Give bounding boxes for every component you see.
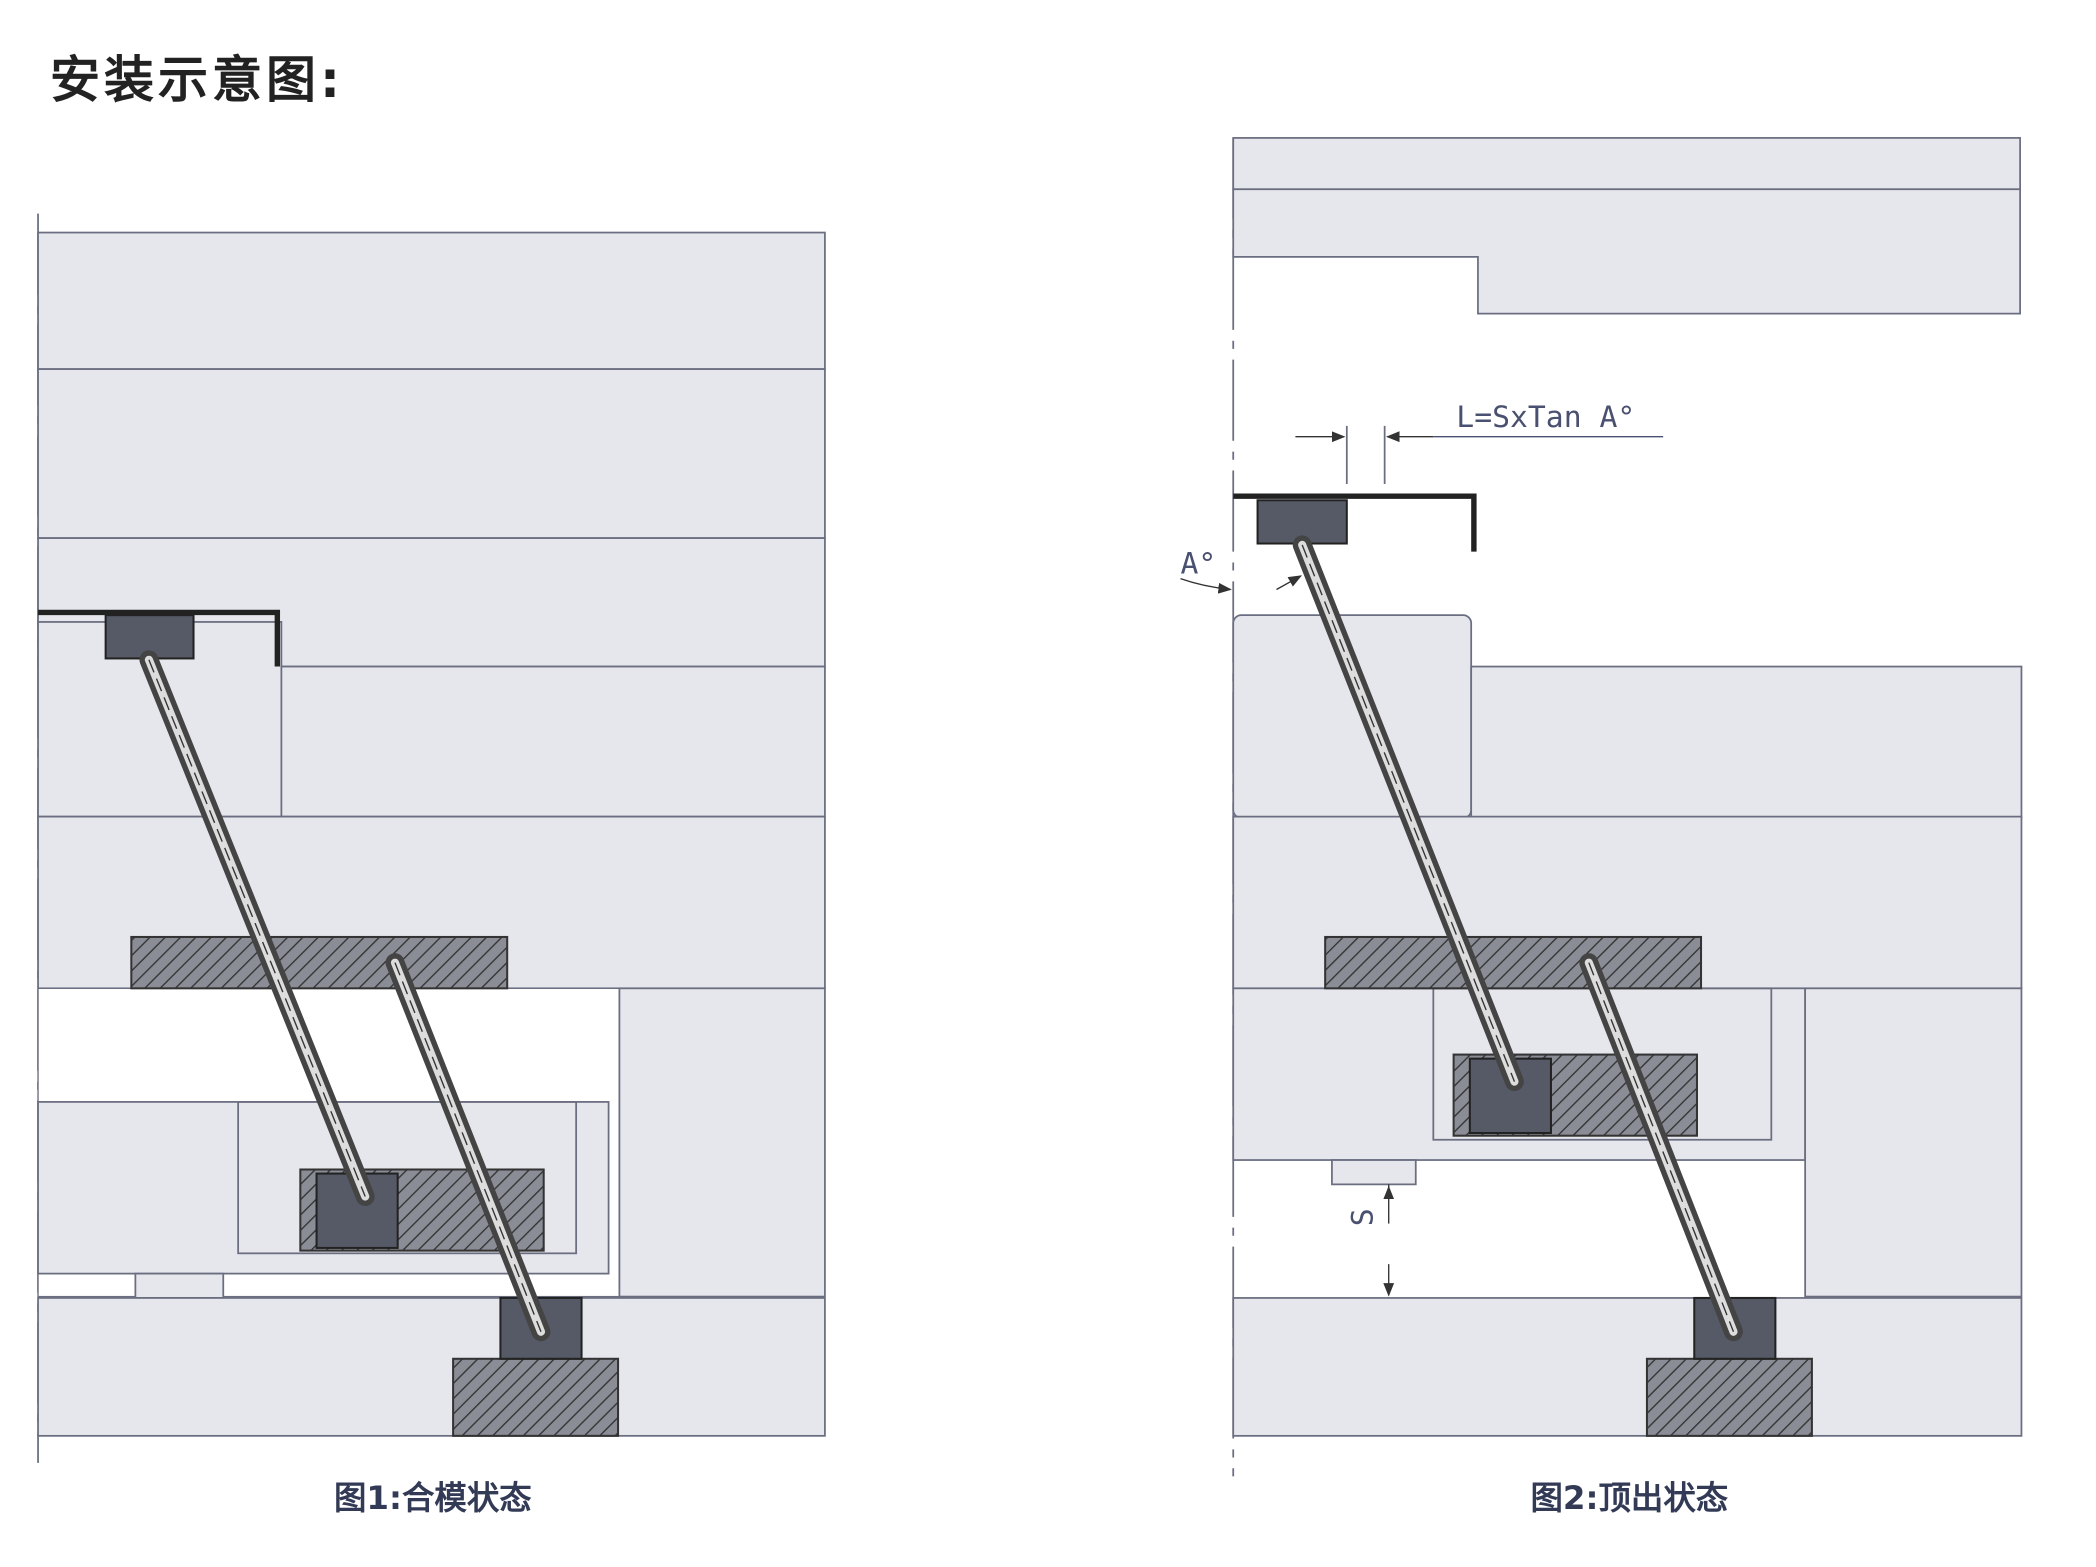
figure-2-ejected-state: L=SxTan A° A° S 图2:顶出状态: [1180, 137, 2023, 1517]
formula-label: L=SxTan A°: [1456, 400, 1635, 435]
stroke-label: S: [1345, 1208, 1380, 1226]
figure-1-caption: 图1:合模状态: [334, 1479, 532, 1517]
figure-1-closed-state: 图1:合模状态: [37, 213, 826, 1517]
page-title: 安装示意图:: [50, 51, 344, 109]
angle-label: A°: [1180, 546, 1216, 581]
figure-2-caption: 图2:顶出状态: [1531, 1479, 1729, 1517]
